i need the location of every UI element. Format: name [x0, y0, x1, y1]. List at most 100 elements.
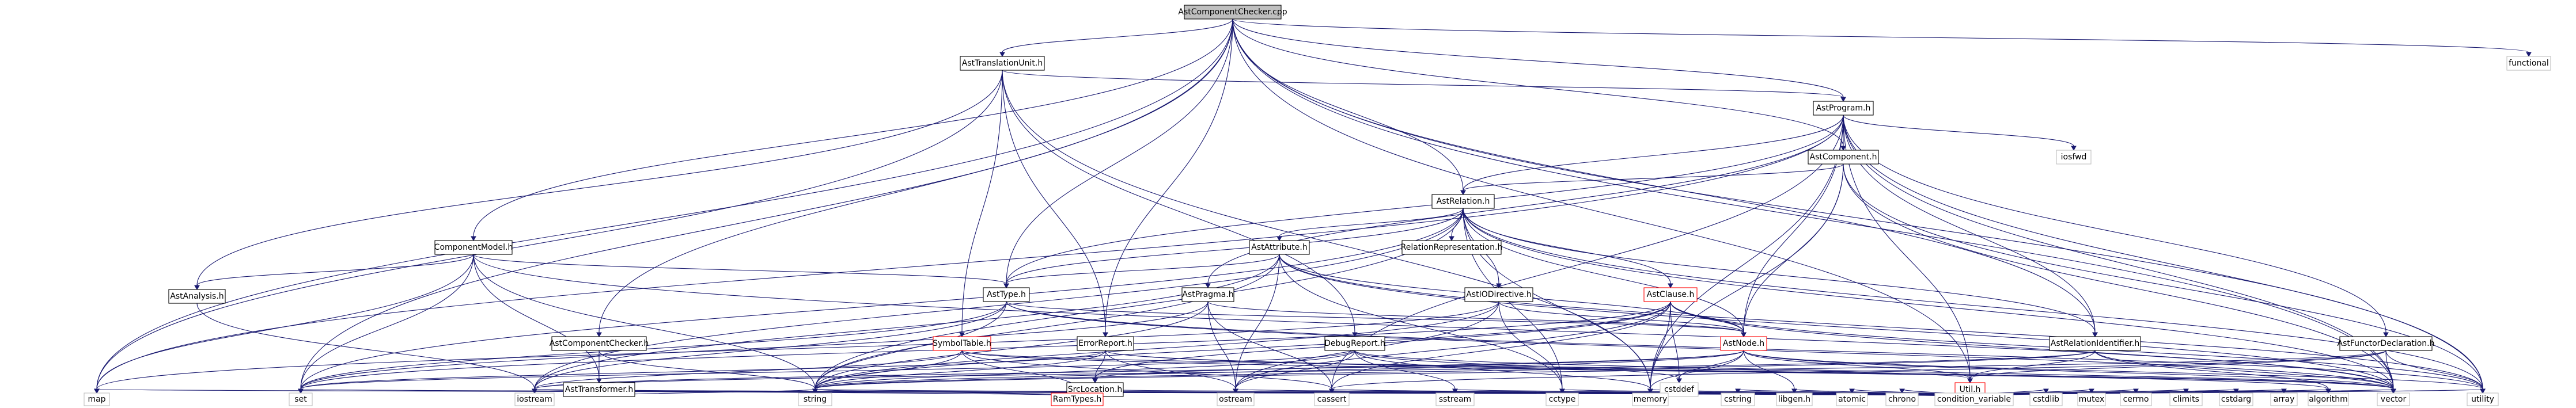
node-label: AstRelationIdentifier.h [2051, 339, 2139, 348]
node-label: AstRelation.h [1437, 197, 1490, 206]
node-label: utility [2471, 395, 2494, 404]
node-label: ComponentModel.h [434, 243, 513, 252]
node-label: AstIODirective.h [1466, 290, 1532, 299]
node-label: AstProgram.h [1816, 104, 1871, 113]
node-label: AstClause.h [1647, 290, 1695, 299]
node-ramtypes-h[interactable]: RamTypes.h [1051, 392, 1104, 406]
node-astnode-h[interactable]: AstNode.h [1720, 336, 1767, 351]
node-label: mutex [2079, 395, 2105, 404]
graph-edges [94, 18, 2532, 397]
node-label: algorithm [2309, 395, 2348, 404]
edge-AstProgram_h-to-AstRelation_h [1460, 115, 1844, 196]
node-label: RelationRepresentation.h [1401, 243, 1503, 252]
edge-AstTranslationUnit_h-to-AstProgram_h [1002, 70, 1846, 102]
node-chrono: chrono [1885, 392, 1919, 406]
node-astclause-h[interactable]: AstClause.h [1643, 287, 1698, 302]
node-label: map [88, 395, 105, 404]
edge-AstFunctorDeclaration_h-to-utility [2385, 350, 2486, 394]
edge-AstProgram_h-to-AstNode_h [1741, 115, 1844, 338]
node-vector: vector [2377, 392, 2410, 406]
edge-AstPragma_h-to-AstNode_h [1207, 301, 1747, 338]
node-label: DebugReport.h [1324, 339, 1385, 348]
edge-AstProgram_h-to-map [94, 115, 1844, 394]
edge-AstComponentChecker_cpp-to-map [94, 18, 1233, 394]
node-astpragma-h[interactable]: AstPragma.h [1181, 287, 1234, 302]
edge-AstRelation_h-to-AstRelationIdentifier_h [1463, 208, 2098, 338]
node-astrelationidentifier-h[interactable]: AstRelationIdentifier.h [2049, 336, 2141, 351]
edge-AstComponentChecker_cpp-to-ComponentModel_h [471, 18, 1233, 242]
edge-AstProgram_h-to-AstFunctorDeclaration_h [1843, 115, 2389, 338]
node-algorithm: algorithm [2308, 392, 2349, 406]
edge-AstClause_h-to-ostream [1233, 301, 1671, 394]
node-sstream: sstream [1435, 392, 1475, 406]
node-astiodirective-h[interactable]: AstIODirective.h [1464, 287, 1533, 302]
node-label: cassert [1317, 395, 1347, 404]
node-functional: functional [2506, 56, 2551, 71]
node-label: cstddef [1664, 385, 1695, 394]
node-iosfwd: iosfwd [2056, 150, 2092, 165]
node-asttype-h[interactable]: AstType.h [983, 287, 1030, 302]
node-astcomponentchecker-h[interactable]: AstComponentChecker.h [550, 336, 649, 351]
node-set: set [289, 392, 313, 406]
node-astrelation-h[interactable]: AstRelation.h [1431, 194, 1495, 209]
node-label: array [2274, 395, 2295, 404]
node-debugreport-h[interactable]: DebugReport.h [1324, 336, 1385, 351]
node-label: Util.h [1960, 385, 1981, 394]
edge-AstTranslationUnit_h-to-DebugReport_h [1002, 70, 1358, 338]
node-label: string [804, 395, 827, 404]
edge-AstFunctorDeclaration_h-to-string [812, 350, 2386, 394]
node-cerrno: cerrno [2120, 392, 2152, 406]
node-cstdlib: cstdlib [2029, 392, 2063, 406]
node-componentmodel-h[interactable]: ComponentModel.h [434, 240, 513, 255]
node-climits: climits [2169, 392, 2203, 406]
edge-AstTranslationUnit_h-to-map [94, 70, 1003, 394]
edge-AstComponent_h-to-AstRelation_h [1460, 163, 1844, 196]
node-label: AstAttribute.h [1251, 243, 1308, 252]
edge-ComponentModel_h-to-AstTransformer_h [473, 254, 602, 384]
node-astcomponent-h[interactable]: AstComponent.h [1808, 150, 1879, 165]
node-astcomponentchecker-cpp[interactable]: AstComponentChecker.cpp [1178, 5, 1287, 20]
edge-AstComponent_h-to-vector [1843, 163, 2396, 394]
node-label: AstAnalysis.h [170, 292, 223, 301]
node-label: cstdarg [2221, 395, 2251, 404]
node-label: set [294, 395, 307, 404]
edge-AstProgram_h-to-utility [1843, 115, 2486, 394]
node-label: AstTransformer.h [565, 385, 633, 394]
edge-AstComponentChecker_cpp-to-AstComponent_h [1232, 18, 1846, 151]
edge-AstProgram_h-to-AstType_h [1003, 115, 1844, 289]
node-label: AstTranslationUnit.h [962, 59, 1043, 68]
node-label: cstring [1724, 395, 1752, 404]
node-array: array [2270, 392, 2298, 406]
node-label: AstComponentChecker.cpp [1178, 7, 1287, 17]
node-astprogram-h[interactable]: AstProgram.h [1813, 101, 1874, 116]
node-label: condition_variable [1937, 395, 2011, 404]
node-string: string [798, 392, 832, 406]
edge-AstRelation_h-to-AstAttribute_h [1276, 208, 1464, 242]
node-asttransformer-h[interactable]: AstTransformer.h [563, 382, 635, 397]
node-cstring: cstring [1721, 392, 1755, 406]
node-label: cctype [1549, 395, 1576, 404]
node-errorreport-h[interactable]: ErrorReport.h [1077, 336, 1134, 351]
node-ostream: ostream [1217, 392, 1255, 406]
edge-ComponentModel_h-to-AstAnalysis_h [194, 254, 474, 291]
node-asttranslationunit-h[interactable]: AstTranslationUnit.h [960, 56, 1045, 71]
edge-AstPragma_h-to-string [812, 301, 1209, 394]
node-astattribute-h[interactable]: AstAttribute.h [1249, 240, 1310, 255]
edge-ComponentModel_h-to-set [298, 254, 474, 394]
node-memory: memory [1632, 392, 1669, 406]
node-mutex: mutex [2077, 392, 2106, 406]
edge-AstAttribute_h-to-AstType_h [1003, 254, 1280, 289]
edge-ComponentModel_h-to-AstType_h [473, 254, 1009, 289]
node-cctype: cctype [1545, 392, 1579, 406]
node-label: SymbolTable.h [933, 339, 991, 348]
node-label: libgen.h [1778, 395, 1810, 404]
node-astanalysis-h[interactable]: AstAnalysis.h [168, 289, 226, 304]
node-label: functional [2509, 59, 2549, 68]
edge-AstComponentChecker_cpp-to-AstTranslationUnit_h [999, 18, 1233, 58]
node-symboltable-h[interactable]: SymbolTable.h [933, 336, 991, 351]
node-label: cstdlib [2033, 395, 2059, 404]
node-label: AstComponentChecker.h [550, 339, 649, 348]
edge-AstAnalysis_h-to-iostream [196, 303, 537, 394]
node-astfunctordeclaration-h[interactable]: AstFunctorDeclaration.h [2338, 336, 2435, 351]
node-relationrepresentation-h[interactable]: RelationRepresentation.h [1401, 240, 1503, 255]
